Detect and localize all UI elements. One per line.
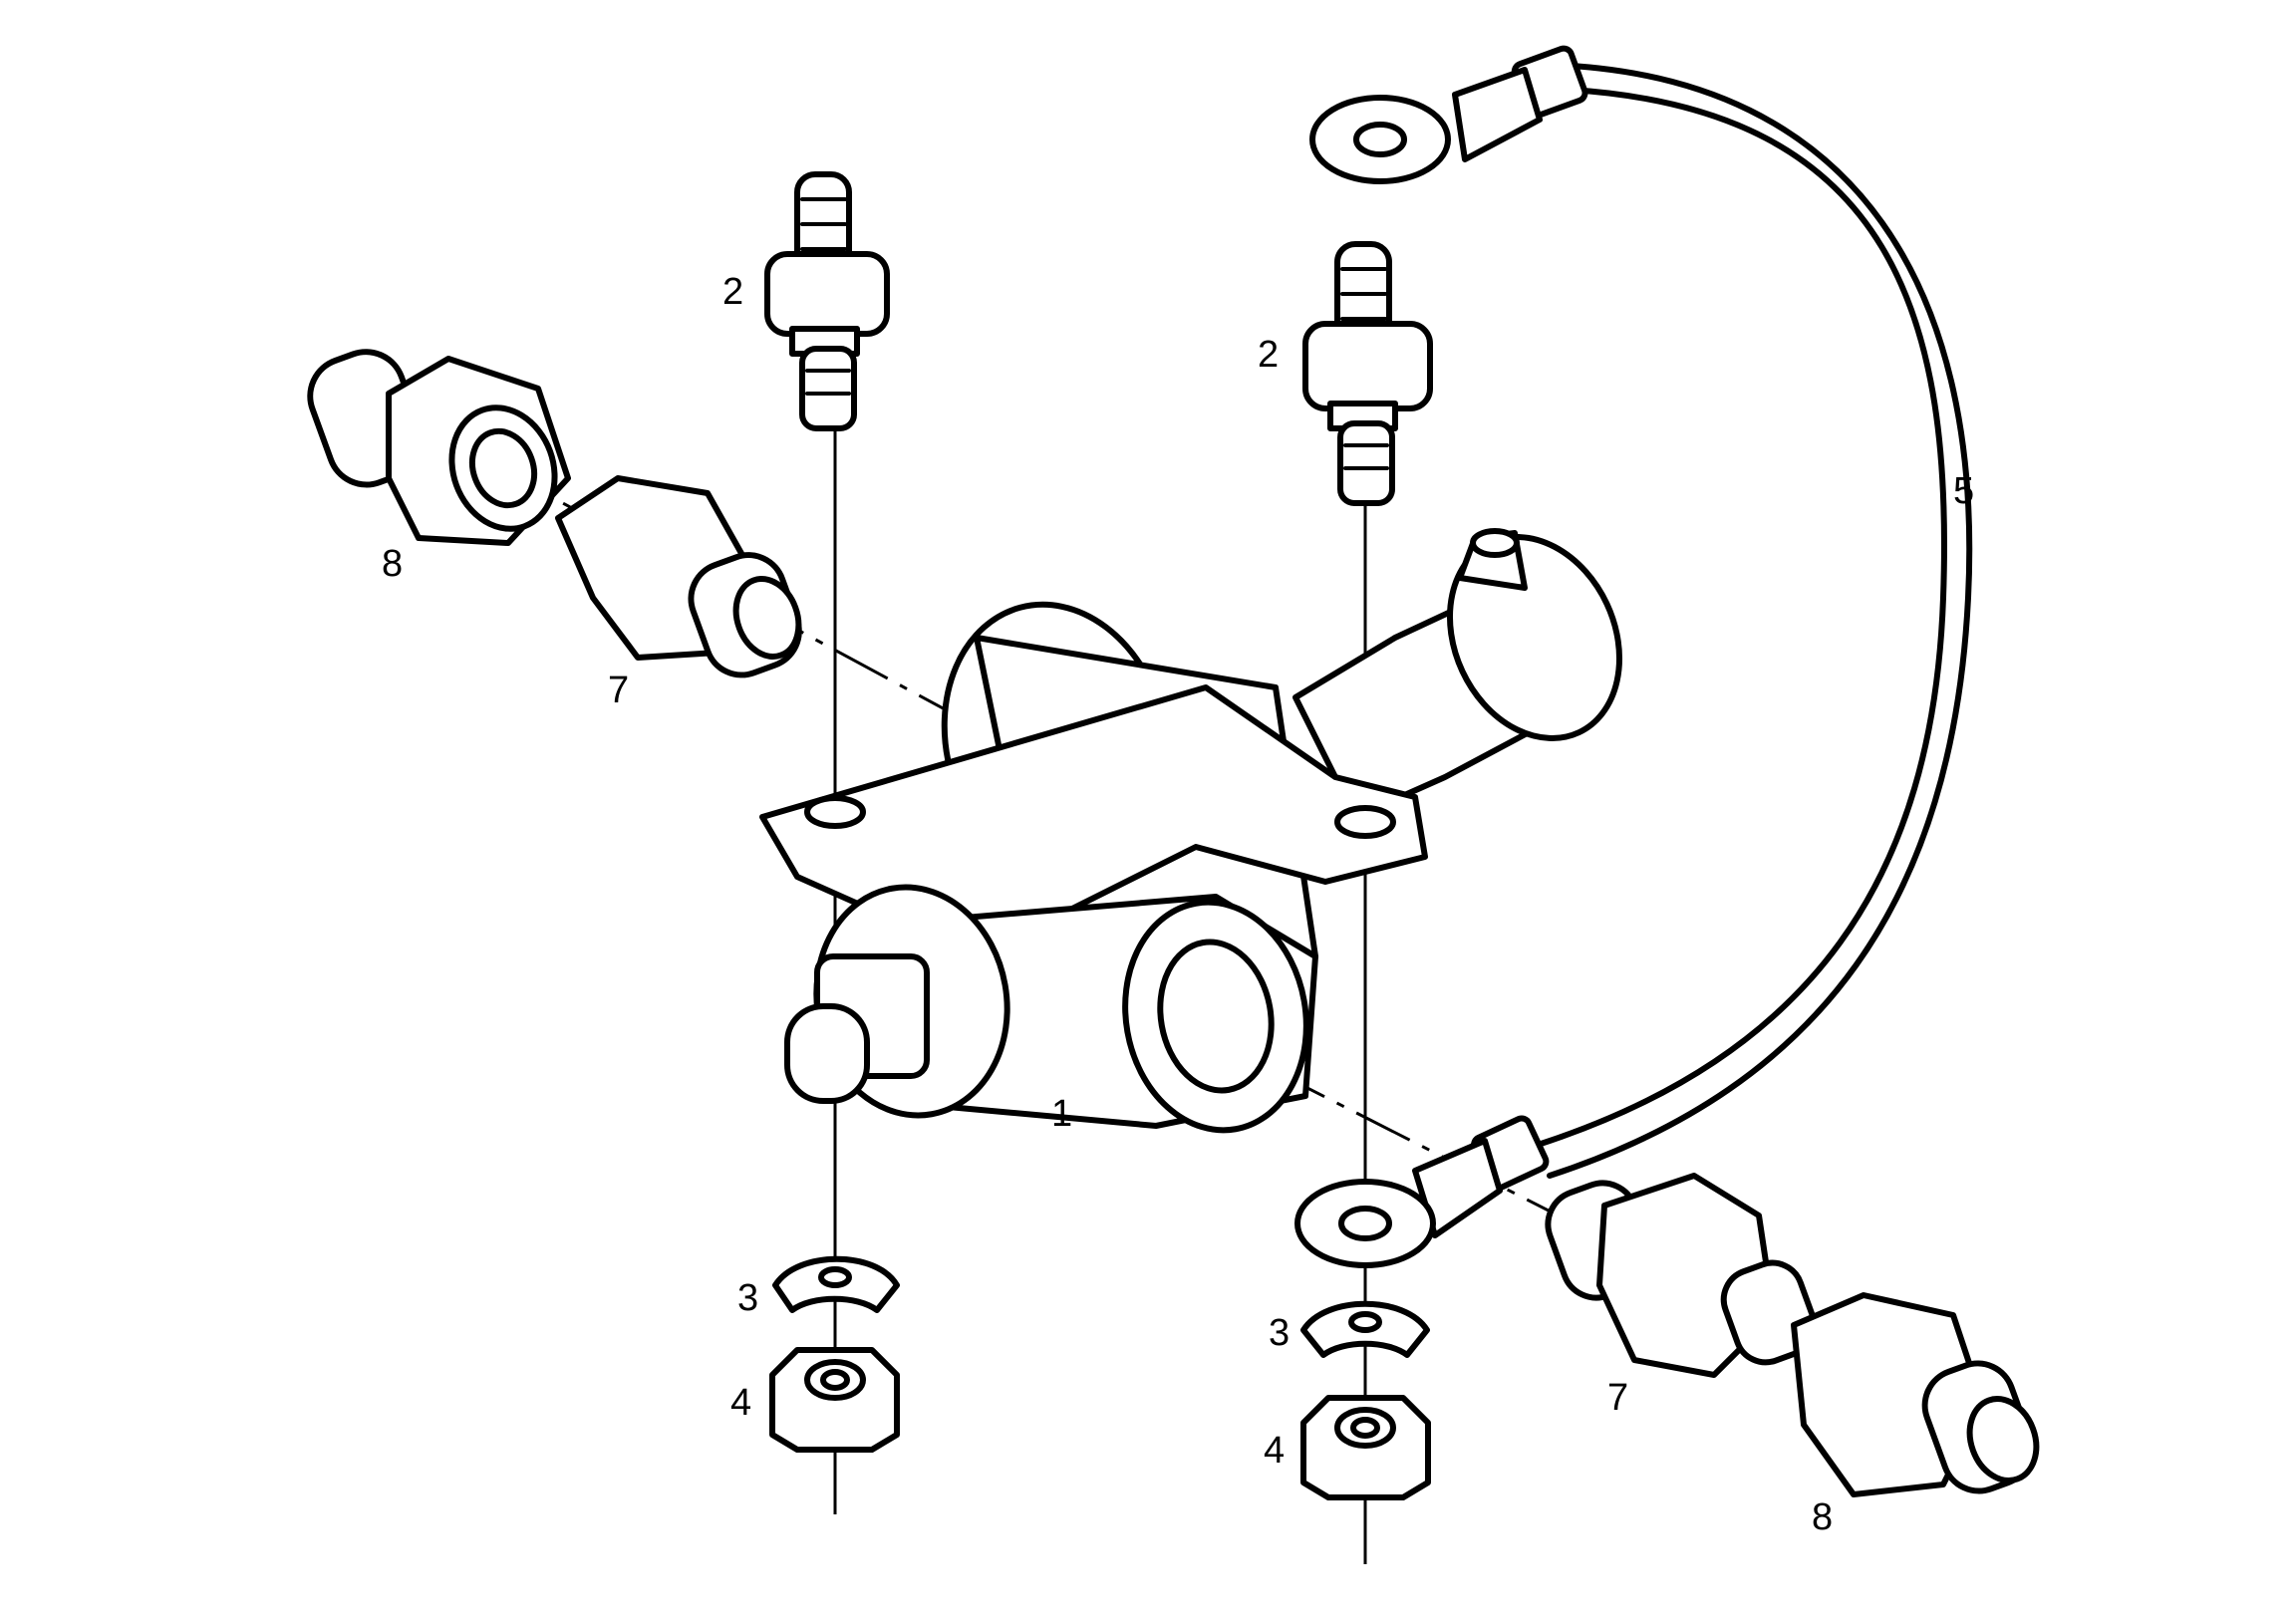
fitting-7-left — [555, 475, 802, 678]
fitting-7-right — [1545, 1173, 1818, 1378]
nut-right — [1300, 1395, 1431, 1500]
main-valve-body — [759, 528, 1623, 1134]
callout-part-3-left: 3 — [737, 1277, 758, 1319]
stud-right — [1302, 241, 1433, 506]
callout-labels: 1 2 2 3 3 4 4 5 7 7 8 8 — [382, 271, 1974, 1538]
ground-cable — [1294, 45, 1973, 1268]
nut-left — [769, 1347, 900, 1453]
stud-left — [764, 171, 890, 431]
washer-left — [772, 1255, 900, 1313]
callout-part-2-left: 2 — [722, 271, 743, 313]
callout-part-7-left: 7 — [608, 670, 629, 711]
washer-right — [1300, 1300, 1430, 1358]
callout-part-4-left: 4 — [730, 1382, 751, 1424]
callout-part-2-right: 2 — [1258, 334, 1279, 376]
callout-part-8-left: 8 — [382, 543, 403, 585]
callout-part-3-right: 3 — [1269, 1312, 1290, 1354]
callout-part-5: 5 — [1953, 470, 1974, 512]
fitting-8-right — [1791, 1292, 2040, 1497]
fitting-8-left — [307, 349, 571, 546]
callout-part-1: 1 — [1051, 1093, 1072, 1135]
callout-part-8-right: 8 — [1812, 1496, 1833, 1538]
callout-part-4-right: 4 — [1264, 1430, 1285, 1472]
callout-part-7-right: 7 — [1607, 1377, 1628, 1419]
